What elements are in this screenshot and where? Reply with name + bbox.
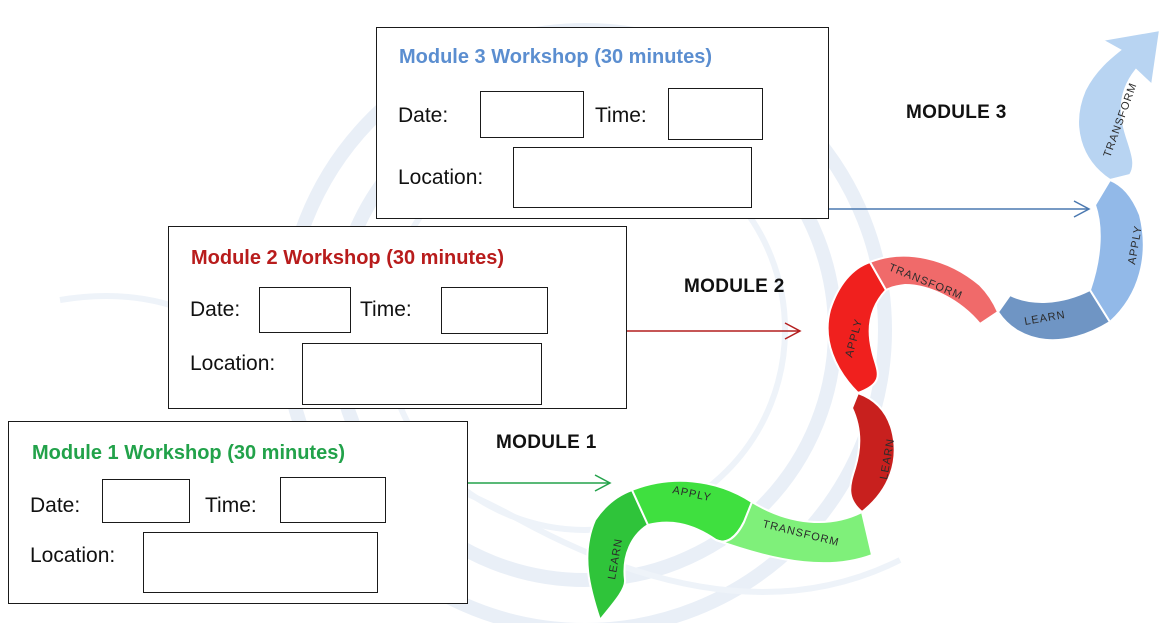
module-2-location-label: Location: (190, 352, 276, 375)
module-2-title: Module 2 Workshop (30 minutes) (191, 247, 504, 269)
module-1-time-field[interactable] (280, 477, 386, 523)
module-3-location-label: Location: (398, 166, 484, 189)
module-3-location-field[interactable] (513, 147, 752, 208)
module-2-date-label: Date: (190, 298, 241, 321)
stage-1-transform-segment (715, 500, 874, 565)
module-2-connector-arrow (627, 322, 802, 340)
module-1-date-field[interactable] (102, 479, 190, 523)
module-3-connector-arrow (829, 200, 1091, 218)
module-1-time-label: Time: (205, 494, 257, 517)
module-2-time-field[interactable] (441, 287, 548, 334)
module-1-date-label: Date: (30, 494, 81, 517)
module-3-date-field[interactable] (480, 91, 584, 138)
module-1-label: MODULE 1 (496, 432, 597, 453)
module-2-time-label: Time: (360, 298, 412, 321)
stage-3-transform-segment (1077, 28, 1162, 182)
module-2-card: Module 2 Workshop (30 minutes) Date: Tim… (168, 226, 627, 409)
stage-3-apply-segment (1088, 178, 1145, 324)
module-2-label: MODULE 2 (684, 276, 785, 297)
module-2-location-field[interactable] (302, 343, 542, 405)
module-3-time-label: Time: (595, 104, 647, 127)
module-1-connector-arrow (468, 474, 612, 492)
module-1-card: Module 1 Workshop (30 minutes) Date: Tim… (8, 421, 468, 604)
module-3-label: MODULE 3 (906, 102, 1007, 123)
module-3-time-field[interactable] (668, 88, 763, 140)
module-1-location-label: Location: (30, 544, 116, 567)
module-3-date-label: Date: (398, 104, 449, 127)
module-1-title: Module 1 Workshop (30 minutes) (32, 442, 345, 464)
module-3-card: Module 3 Workshop (30 minutes) Date: Tim… (376, 27, 829, 219)
module-3-title: Module 3 Workshop (30 minutes) (399, 46, 712, 68)
module-2-date-field[interactable] (259, 287, 351, 333)
module-1-location-field[interactable] (143, 532, 378, 593)
